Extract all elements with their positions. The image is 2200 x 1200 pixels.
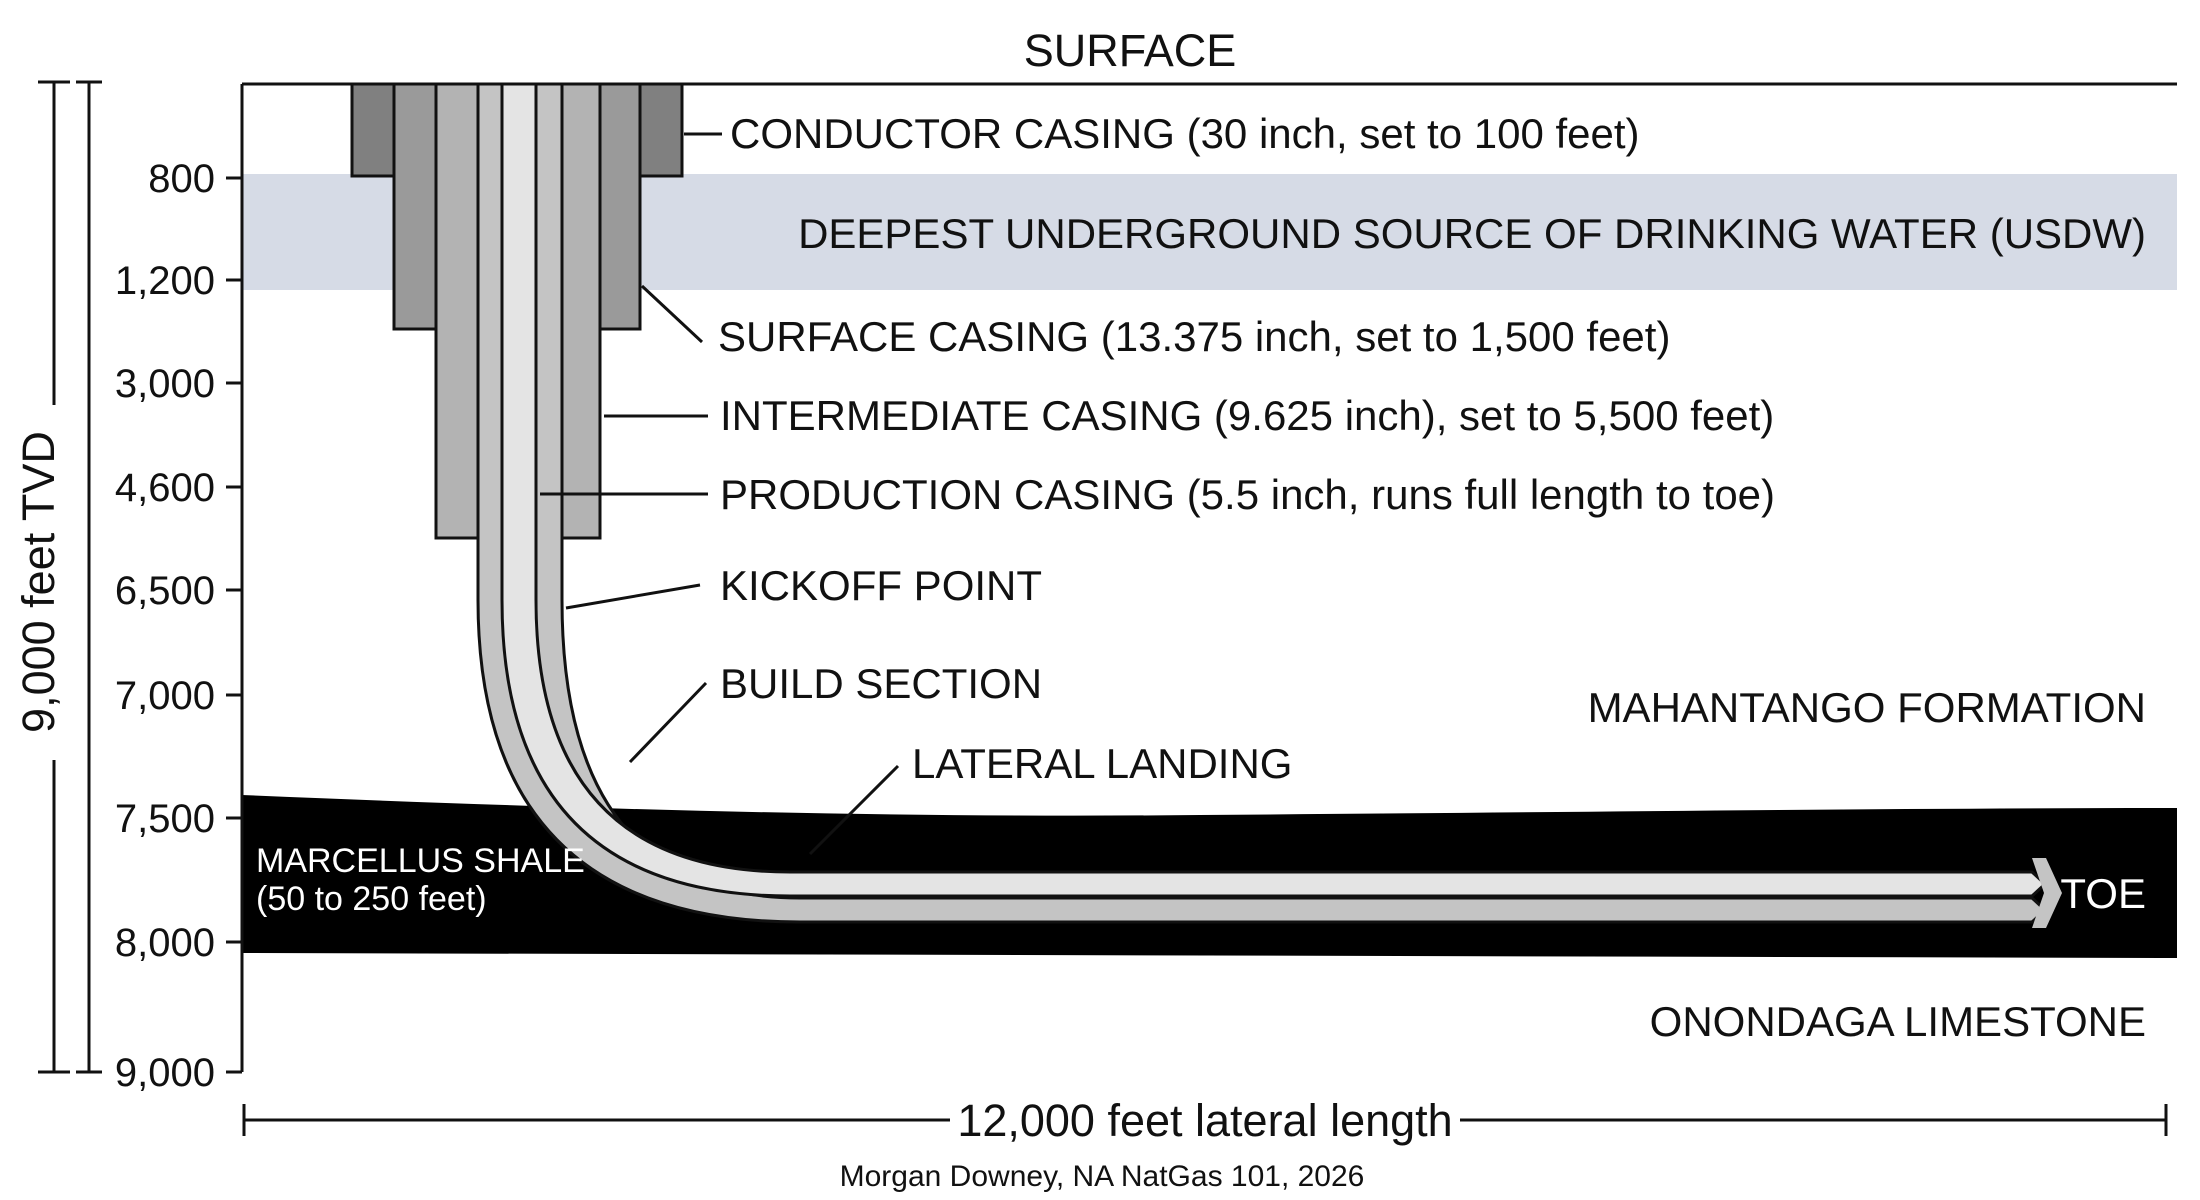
depth-tick-label: 800 [148,157,215,201]
casing-strings [350,82,2062,928]
surface-title: SURFACE [1024,25,1237,76]
kickoff-point-label: KICKOFF POINT [720,562,1042,609]
tvd-axis-label: 9,000 feet TVD [13,431,64,733]
build-section-label: BUILD SECTION [720,660,1042,707]
mahantango-label: MAHANTANGO FORMATION [1588,684,2146,731]
toe-arrowhead [2032,858,2062,928]
surface-leader-line [640,284,704,344]
onondaga-label: ONONDAGA LIMESTONE [1650,998,2146,1045]
surface-casing-label: SURFACE CASING (13.375 inch, set to 1,50… [718,313,1670,360]
depth-tick-label: 1,200 [115,259,215,303]
lateral-length-label: 12,000 feet lateral length [957,1095,1452,1146]
toe-label: TOE [2060,870,2146,917]
depth-tick-label: 4,600 [115,466,215,510]
depth-tick-label: 6,500 [115,569,215,613]
depth-tick-label: 7,000 [115,674,215,718]
production-casing-label: PRODUCTION CASING (5.5 inch, runs full l… [720,471,1775,518]
depth-ticks [226,176,242,1074]
marcellus-label: MARCELLUS SHALE [256,842,585,880]
conductor-casing-label: CONDUCTOR CASING (30 inch, set to 100 fe… [730,110,1640,157]
credit-text: Morgan Downey, NA NatGas 101, 2026 [840,1160,1365,1193]
depth-tick-label: 7,500 [115,797,215,841]
lateral-length-dimension [242,1104,2168,1136]
landing-leader-line [808,764,900,856]
depth-tick-label: 3,000 [115,362,215,406]
marcellus-thickness-label: (50 to 250 feet) [256,880,487,918]
usdw-label: DEEPEST UNDERGROUND SOURCE OF DRINKING W… [798,210,2146,257]
leader-lines [540,132,900,856]
tvd-dimension [38,80,102,1074]
intermediate-casing-label: INTERMEDIATE CASING (9.625 inch), set to… [720,392,1774,439]
lateral-landing-label: LATERAL LANDING [912,740,1292,787]
build-leader-line [628,681,708,764]
depth-tick-label: 8,000 [115,921,215,965]
depth-tick-label: 9,000 [115,1051,215,1095]
kickoff-leader-line [565,583,701,610]
